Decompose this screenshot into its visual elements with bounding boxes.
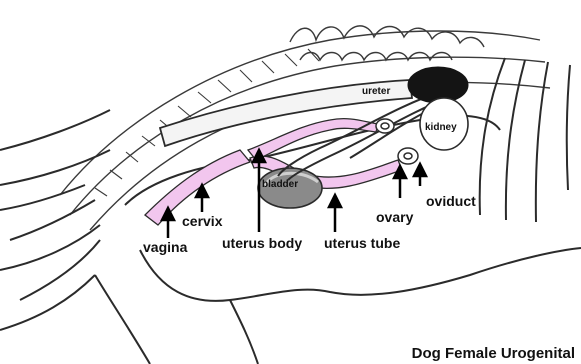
diagram-caption: Dog Female Urogenital [412,345,575,362]
kidney-dark [408,67,468,103]
label-vagina: vagina [143,239,188,255]
label-cervix: cervix [182,213,223,229]
label-ovary: ovary [376,209,414,225]
ovaries [376,119,418,164]
ribs [480,58,570,222]
label-oviduct: oviduct [426,193,476,209]
label-uterus-body: uterus body [222,235,302,251]
label-uterus-tube: uterus tube [324,235,400,251]
label-kidney: kidney [425,122,457,133]
label-bladder: bladder [262,179,298,190]
label-ureter: ureter [362,86,390,97]
